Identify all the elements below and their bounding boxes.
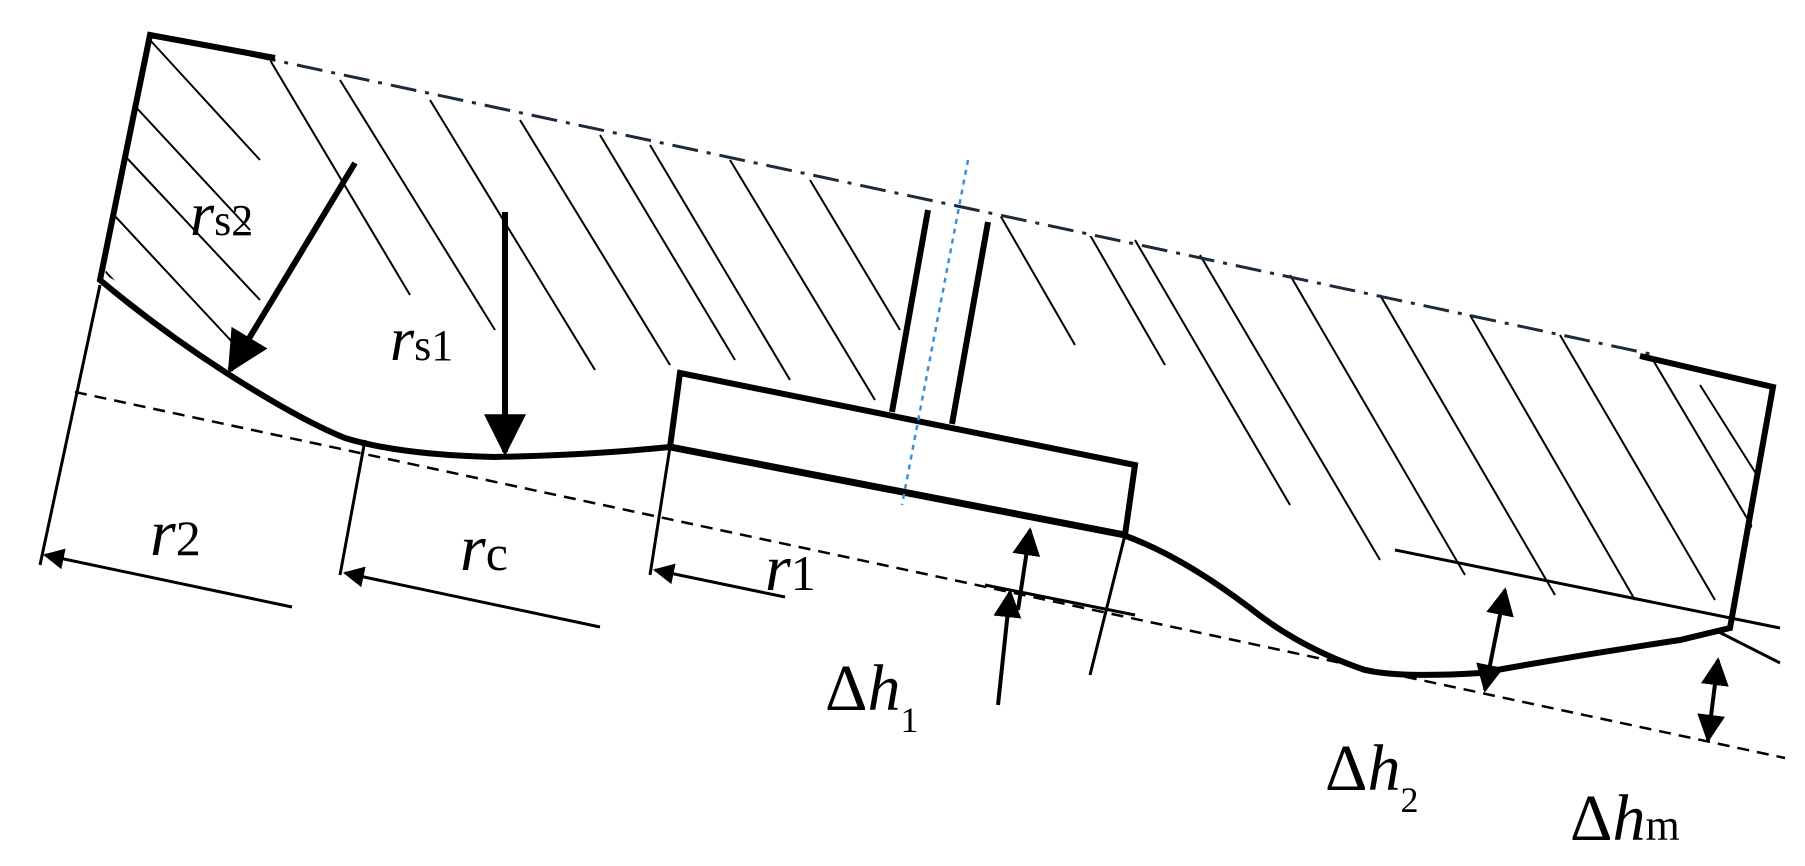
- pocket-recess: [667, 369, 1139, 539]
- dh1-lower-arrow: [993, 589, 1022, 706]
- label-dh2: Δh2: [1325, 732, 1418, 820]
- hatch-right: [1134, 239, 1761, 601]
- label-dh1: Δh1: [825, 652, 918, 740]
- pipe-centerline: [900, 159, 970, 506]
- inlet-pipe: [889, 209, 991, 425]
- labels: rs2 rs1 r2 rc r1 Δh1 Δh2 Δhm: [150, 181, 1680, 855]
- dh1-upper-arrow: [1012, 527, 1041, 611]
- dh2-arrow: [1476, 587, 1514, 693]
- r1-dimension-arrow: [652, 563, 786, 599]
- rc-dimension-arrow: [342, 566, 601, 629]
- r2-dimension-arrow: [42, 548, 293, 609]
- radial-dimensions: [42, 548, 786, 629]
- dhm-arrow: [1697, 657, 1729, 743]
- hatch-body: [269, 60, 1166, 401]
- label-r2: r2: [150, 497, 201, 570]
- upper-dashdot-line: [249, 53, 1656, 357]
- label-rs1: rs1: [390, 306, 453, 374]
- label-dhm: Δhm: [1570, 782, 1680, 855]
- reference-dashed-line: [74, 390, 1786, 760]
- label-rc: rc: [460, 512, 508, 585]
- label-r1: r1: [765, 532, 816, 605]
- label-rs2: rs2: [190, 181, 253, 249]
- extension-lines: [38, 284, 1781, 676]
- pad-outline: [96, 31, 1777, 678]
- thickness-arrows: [993, 527, 1729, 743]
- rs2-arrow: [227, 161, 358, 374]
